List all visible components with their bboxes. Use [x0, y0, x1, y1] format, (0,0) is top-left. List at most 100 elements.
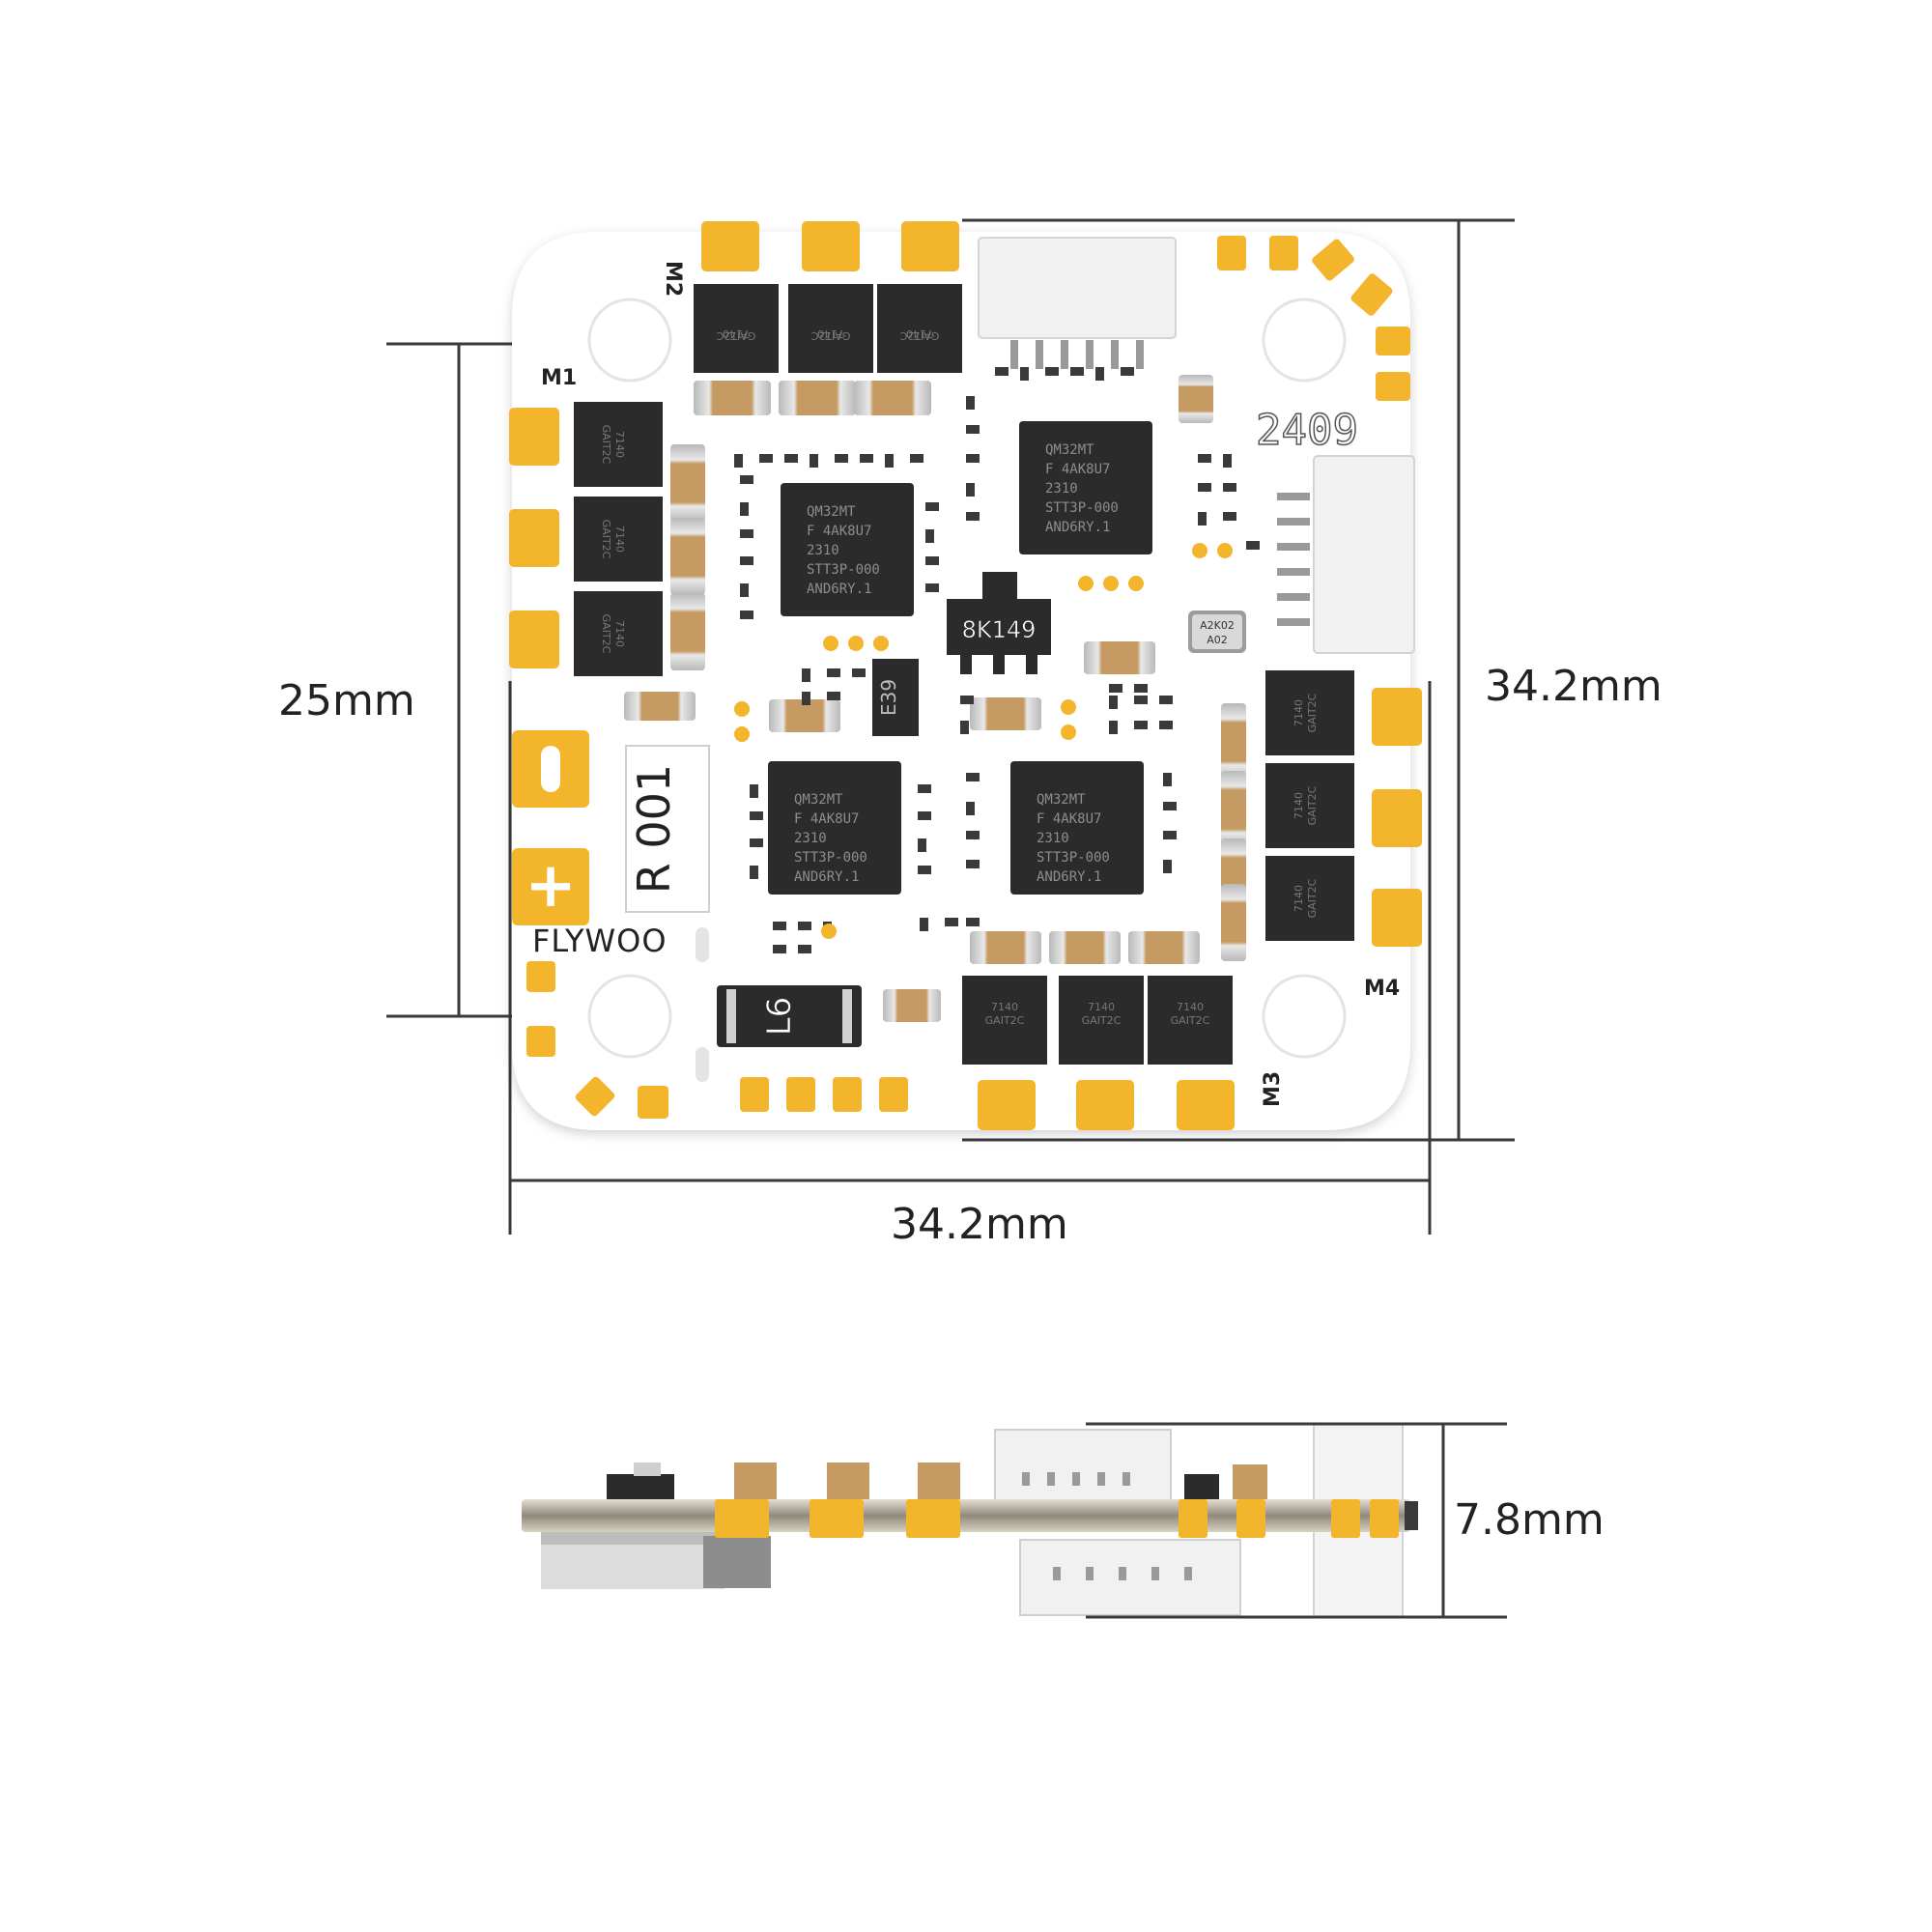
svg-text:7140: 7140	[723, 327, 750, 340]
smd-component	[918, 866, 931, 874]
smd-component	[750, 838, 763, 847]
svg-text:STT3P-000: STT3P-000	[1045, 500, 1119, 516]
smd-component	[1163, 831, 1177, 839]
svg-text:2310: 2310	[807, 543, 839, 558]
svg-text:GAIT2C: GAIT2C	[810, 329, 850, 342]
smd-component	[1109, 696, 1118, 709]
svg-text:7140: 7140	[906, 327, 933, 340]
motor-pad	[509, 509, 559, 567]
svg-text:STT3P-000: STT3P-000	[794, 850, 867, 866]
smd-component	[1134, 696, 1148, 704]
smd-component	[750, 784, 758, 798]
svg-text:QM32MT: QM32MT	[1045, 442, 1094, 458]
smd-component	[1223, 483, 1236, 492]
svg-text:F 4AK8U7: F 4AK8U7	[794, 811, 859, 827]
smd-component	[1159, 696, 1173, 704]
board-thickness-label: 7.8mm	[1454, 1495, 1605, 1545]
small-ic: E39	[872, 659, 919, 736]
svg-text:STT3P-000: STT3P-000	[1037, 850, 1110, 866]
battery-positive-pad	[512, 848, 589, 925]
board-height-label: 34.2mm	[1485, 662, 1662, 711]
svg-text:GAIT2C: GAIT2C	[600, 425, 612, 465]
smd-component	[966, 483, 975, 497]
mounting-hole	[1262, 298, 1347, 383]
motor-pad	[1372, 889, 1422, 947]
smd-component	[810, 454, 818, 468]
smd-component	[995, 367, 1009, 376]
svg-text:AND6RY.1: AND6RY.1	[1037, 869, 1101, 885]
svg-text:7140: 7140	[991, 1001, 1018, 1013]
svg-text:7140: 7140	[1293, 699, 1305, 726]
signal-pads-bottom-left	[526, 961, 908, 1119]
smd-component	[835, 454, 848, 463]
hole-spacing-label: 25mm	[278, 676, 415, 725]
smd-component	[852, 668, 866, 677]
smd-component	[966, 773, 980, 781]
motor-label-m1: M1	[541, 366, 577, 390]
plus-icon: +	[525, 850, 577, 922]
mounting-hole	[587, 298, 672, 383]
smd-component	[750, 811, 763, 820]
svg-text:8K149: 8K149	[962, 616, 1037, 643]
smd-component	[945, 918, 958, 926]
mcu-chip-3: QM32MT F 4AK8U7 2310 STT3P-000 AND6RY.1	[768, 761, 901, 895]
smd-component	[1223, 454, 1232, 468]
mosfet	[962, 976, 1047, 1065]
smd-component	[966, 918, 980, 926]
smd-component	[925, 502, 939, 511]
motor-pad	[802, 221, 860, 271]
mcu-chip-1: QM32MT F 4AK8U7 2310 STT3P-000 AND6RY.1	[781, 483, 914, 616]
top-connector	[978, 237, 1177, 369]
mounting-hole	[587, 974, 672, 1059]
svg-text:GAIT2C: GAIT2C	[600, 614, 612, 654]
svg-text:7140: 7140	[1293, 792, 1305, 819]
smd-component	[773, 922, 786, 930]
svg-text:7140: 7140	[1088, 1001, 1115, 1013]
smd-component	[885, 454, 894, 468]
mosfets-bottom: 7140 GAIT2C 7140 GAIT2C 7140 GAIT2C	[962, 976, 1233, 1065]
mosfet	[1265, 856, 1354, 941]
smd-component	[798, 922, 811, 930]
smd-component	[802, 692, 810, 705]
smd-component	[960, 696, 974, 704]
esc-board-top-view: + M1 M2 M3 M4 FLYWOO 2409 R 001	[509, 221, 1422, 1130]
smd-component	[740, 529, 753, 538]
smd-component	[1095, 367, 1104, 381]
motor-pads-m1	[509, 408, 559, 668]
svg-text:GAIT2C: GAIT2C	[985, 1014, 1025, 1027]
label-box	[625, 745, 710, 913]
mosfets-left: 7140 GAIT2C 7140 GAIT2C 7140 GAIT2C	[574, 402, 663, 676]
mosfets-right: 7140 GAIT2C 7140 GAIT2C 7140 GAIT2C	[1265, 670, 1354, 941]
svg-text:2310: 2310	[1037, 831, 1069, 846]
motor-pad	[978, 1080, 1036, 1130]
smd-component	[827, 668, 840, 677]
barometer-chip: A2K02 A02	[1188, 611, 1246, 653]
smd-component	[740, 583, 749, 597]
smd-component	[925, 583, 939, 592]
mosfet	[788, 284, 873, 373]
mcu-chip-2: QM32MT F 4AK8U7 2310 STT3P-000 AND6RY.1	[1019, 421, 1152, 554]
smd-component	[1070, 367, 1084, 376]
smd-component	[1223, 512, 1236, 521]
smd-component	[740, 611, 753, 619]
smd-component	[918, 838, 926, 852]
svg-text:GAIT2C: GAIT2C	[1306, 785, 1319, 825]
svg-text:7140: 7140	[817, 327, 844, 340]
svg-text:QM32MT: QM32MT	[794, 792, 843, 808]
svg-text:A02: A02	[1207, 634, 1228, 646]
test-points	[734, 543, 1233, 939]
brand-logo: FLYWOO	[532, 923, 668, 959]
svg-text:GAIT2C: GAIT2C	[716, 329, 755, 342]
mosfet	[877, 284, 962, 373]
svg-text:7140: 7140	[613, 431, 626, 458]
small-passives	[734, 367, 1260, 953]
motor-pad	[701, 221, 759, 271]
smd-component	[1134, 721, 1148, 729]
svg-text:QM32MT: QM32MT	[1037, 792, 1086, 808]
smd-component	[918, 811, 931, 820]
svg-text:E39: E39	[877, 679, 900, 716]
motor-label-m2: M2	[661, 261, 685, 297]
motor-pad	[1177, 1080, 1235, 1130]
svg-text:AND6RY.1: AND6RY.1	[807, 582, 871, 597]
smd-component	[1163, 802, 1177, 810]
